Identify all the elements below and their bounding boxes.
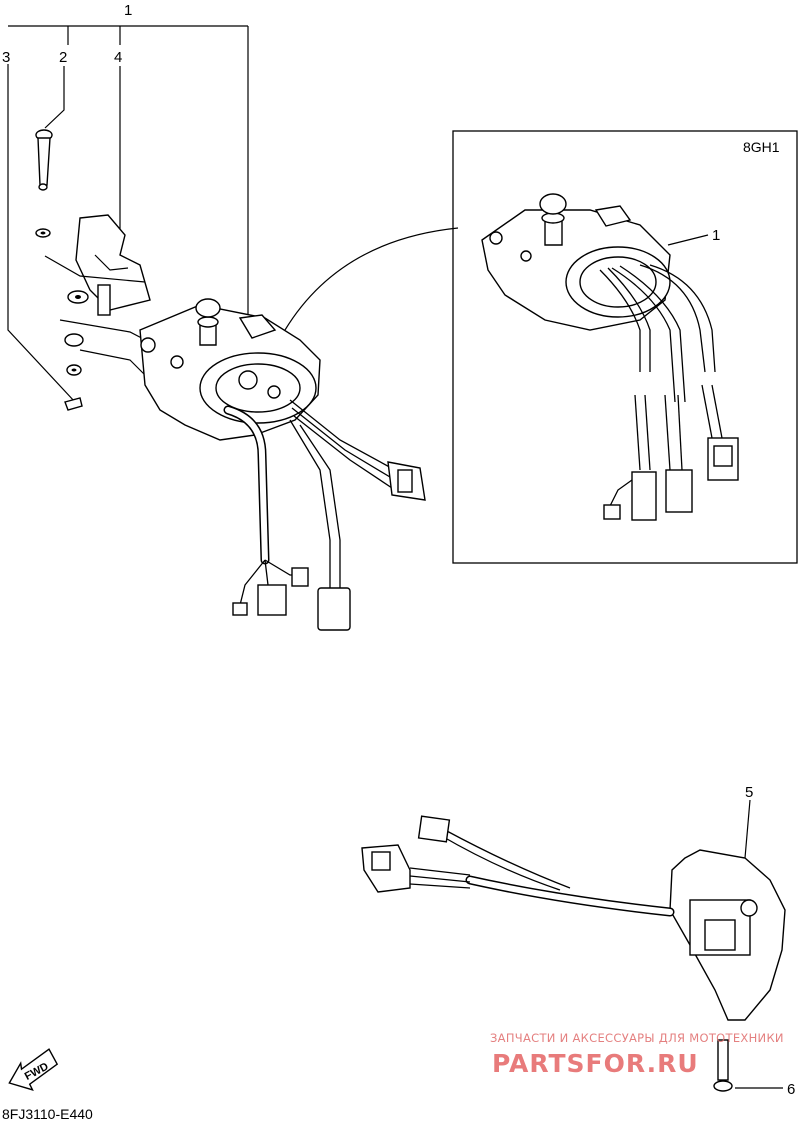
- fwd-arrow-icon: FWD: [8, 1048, 59, 1091]
- right-switch-assembly: [361, 815, 786, 1092]
- callout-leaders: [7, 25, 783, 1089]
- pin-bolt: [35, 129, 53, 238]
- detail-box: 8GH1 1: [284, 130, 798, 564]
- watermark-line1: ЗАПЧАСТИ И АКСЕССУАРЫ ДЛЯ МОТОТЕХНИКИ: [490, 1031, 784, 1045]
- watermark: ЗАПЧАСТИ И АКСЕССУАРЫ ДЛЯ МОТОТЕХНИКИ PA…: [490, 1031, 784, 1078]
- callout-3: 3: [2, 49, 10, 66]
- callout-6: 6: [787, 1081, 795, 1098]
- watermark-line2: PARTSFOR.RU: [492, 1049, 699, 1078]
- callout-2: 2: [59, 49, 67, 66]
- detail-callout-1: 1: [712, 227, 720, 244]
- left-switch-assembly: [139, 298, 426, 631]
- lever-part: [44, 214, 156, 411]
- callout-5: 5: [745, 784, 753, 801]
- diagram-code: 8FJ3110-E440: [2, 1106, 93, 1122]
- callout-1: 1: [124, 2, 132, 19]
- callout-4: 4: [114, 49, 122, 66]
- detail-code: 8GH1: [743, 139, 780, 155]
